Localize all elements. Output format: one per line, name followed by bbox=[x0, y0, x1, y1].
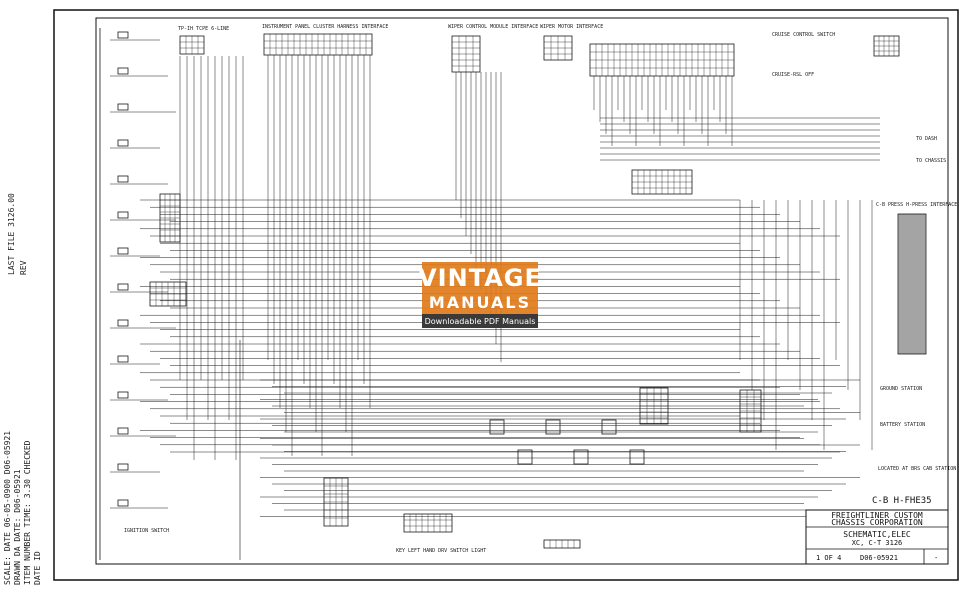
label-ignition: IGNITION SWITCH bbox=[124, 528, 169, 534]
connector-id: C-B H-FHE35 bbox=[872, 496, 932, 506]
lamp-symbol bbox=[117, 175, 129, 183]
label-to-dash: TO DASH bbox=[916, 136, 937, 142]
lamp-symbol bbox=[117, 31, 129, 39]
lamp-symbol bbox=[117, 463, 129, 471]
label-to-chassis: TO CHASSIS bbox=[916, 158, 946, 164]
drawn-text: DRAWN DA DATE: D06-05921 bbox=[13, 469, 22, 585]
label-ch-harness: C-B PRESS H-PRESS INTERFACE bbox=[876, 202, 957, 208]
wiring-artwork bbox=[99, 28, 927, 560]
label-ground: GROUND STATION bbox=[880, 386, 922, 392]
label-wiper-module: WIPER CONTROL MODULE INTERFACE bbox=[448, 24, 538, 30]
lamp-symbol bbox=[117, 103, 129, 111]
lamp-symbol bbox=[117, 499, 129, 507]
label-tp-ih: TP-IH TCPE 6-LINE bbox=[178, 26, 229, 32]
drawing-number: D06-05921 bbox=[860, 554, 898, 562]
left-margin-notes: LAST FILE 3126.00 REV SCALE: DATE 06-05-… bbox=[3, 193, 42, 585]
lamp-symbol bbox=[117, 139, 129, 147]
sheet-border bbox=[53, 9, 959, 581]
lamp-symbol bbox=[117, 247, 129, 255]
lamp-symbol bbox=[117, 319, 129, 327]
last-file-text: LAST FILE 3126.00 bbox=[7, 193, 16, 275]
label-wiper-motor: WIPER MOTOR INTERFACE bbox=[540, 24, 603, 30]
drawing-subtitle: XC, C-T 3126 bbox=[852, 539, 903, 547]
title-block: FREIGHTLINER CUSTOM CHASSIS CORPORATION … bbox=[805, 509, 949, 565]
section-labels: TP-IH TCPE 6-LINE INSTRUMENT PANEL CLUST… bbox=[124, 24, 957, 554]
watermark-vintage: VINTAGE bbox=[418, 264, 542, 292]
vintage-manuals-watermark: VINTAGE MANUALS Downloadable PDF Manuals bbox=[418, 262, 542, 328]
relay-symbol bbox=[573, 449, 589, 465]
rev-text: REV bbox=[19, 260, 28, 275]
relay-symbol bbox=[489, 419, 505, 435]
relay-symbol bbox=[601, 419, 617, 435]
lamp-symbol bbox=[117, 391, 129, 399]
label-instrument: INSTRUMENT PANEL CLUSTER HARNESS INTERFA… bbox=[262, 24, 388, 30]
lamp-symbol bbox=[117, 211, 129, 219]
label-located: LOCATED AT BRS CAB STATION bbox=[878, 466, 956, 472]
label-cruise-switch: CRUISE CONTROL SWITCH bbox=[772, 32, 835, 38]
drawing-title: SCHEMATIC,ELEC bbox=[843, 530, 911, 539]
watermark-manuals: MANUALS bbox=[429, 293, 531, 312]
drawing-border bbox=[95, 17, 949, 565]
revision: - bbox=[934, 554, 938, 562]
label-battery: BATTERY STATION bbox=[880, 422, 925, 428]
checked-text: ITEM NUMBER TIME: 3.30 CHECKED bbox=[23, 440, 32, 585]
lamp-symbol bbox=[117, 67, 129, 75]
company-line-2: CHASSIS CORPORATION bbox=[831, 518, 923, 527]
lamp-symbol bbox=[117, 355, 129, 363]
watermark-tagline: Downloadable PDF Manuals bbox=[425, 317, 536, 326]
label-cruise-pos: CRUISE-RSL OFF bbox=[772, 72, 814, 78]
company-line-1: FREIGHTLINER CUSTOM bbox=[831, 511, 923, 520]
id-text: DATE ID bbox=[33, 551, 42, 585]
lamp-symbol bbox=[117, 427, 129, 435]
relay-symbol bbox=[545, 419, 561, 435]
sheet-number: 1 OF 4 bbox=[816, 554, 841, 562]
lamp-symbol bbox=[117, 283, 129, 291]
label-key-switch: KEY LEFT HAND DRV SWITCH LIGHT bbox=[396, 548, 486, 554]
scale-text: SCALE: DATE 06-05-0900 D06-05921 bbox=[3, 431, 12, 585]
relay-symbol bbox=[517, 449, 533, 465]
relay-symbol bbox=[629, 449, 645, 465]
